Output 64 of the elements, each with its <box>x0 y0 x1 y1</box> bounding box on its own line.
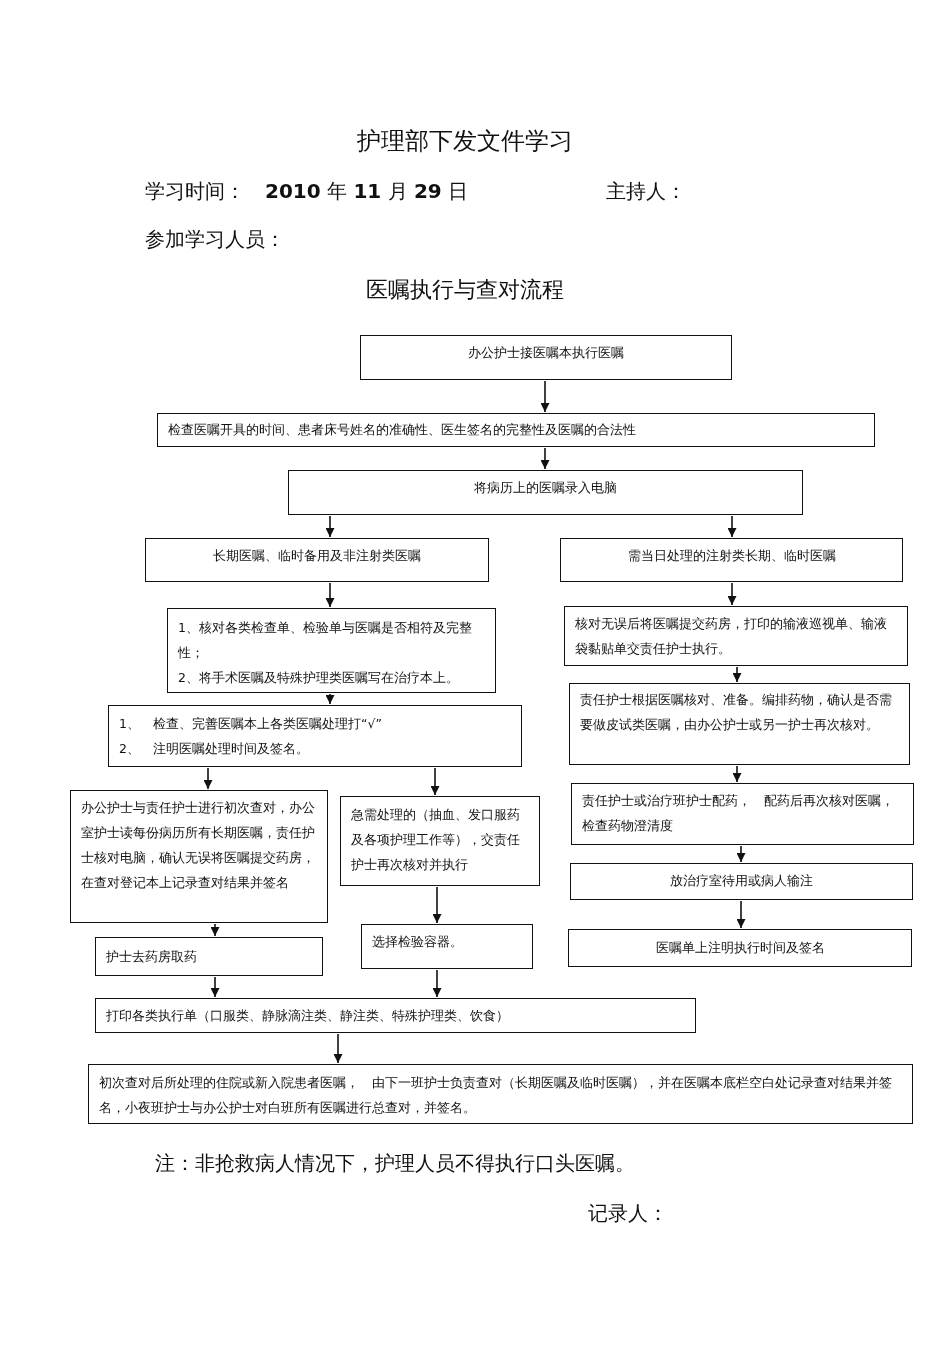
process-box <box>95 998 696 1033</box>
box-text: 初次查对后所处理的住院或新入院患者医嘱， 由下一班护士负责查对（长期医嘱及临时医嘱），并在医嘱本底栏空白处记录查对结果并签名，小夜班护士与办公护士对白班所有医嘱进行总查对，并签名。 <box>99 1074 893 1117</box>
arrow <box>727 582 737 606</box>
box-text: 办公护士接医嘱本执行医嘱 <box>467 344 625 362</box>
process-box <box>167 608 496 693</box>
arrow <box>333 1033 343 1064</box>
arrow <box>210 923 220 937</box>
process-box <box>564 606 908 666</box>
arrow <box>540 447 550 470</box>
box-text: 2、将手术医嘱及特殊护理类医嘱写在治疗本上。 <box>178 669 460 687</box>
box-text: 1、核对各类检查单、检验单与医嘱是否相符及完整性； <box>178 619 473 662</box>
chart-title: 医嘱执行与查对流程 <box>365 276 565 304</box>
box-text: 将病历上的医嘱录入电脑 <box>473 479 618 497</box>
arrow <box>203 767 213 790</box>
process-box <box>568 929 912 967</box>
process-box <box>288 470 803 515</box>
process-box <box>560 538 903 582</box>
process-box <box>70 790 328 923</box>
box-text: 放治疗室待用或病人输注 <box>669 872 814 890</box>
box-text: 打印各类执行单（口服类、静脉滴注类、静注类、特殊护理类、饮食） <box>106 1007 510 1025</box>
arrow <box>727 515 737 538</box>
arrow <box>432 969 442 998</box>
box-text: 选择检验容器。 <box>372 933 464 951</box>
process-box <box>88 1064 913 1124</box>
arrow <box>432 886 442 924</box>
process-box <box>570 863 913 900</box>
process-box <box>571 783 914 845</box>
process-box <box>340 796 540 886</box>
process-box <box>108 705 522 767</box>
arrow <box>430 767 440 796</box>
box-text: 医嘱单上注明执行时间及签名 <box>654 939 826 957</box>
box-text: 2、 注明医嘱处理时间及签名。 <box>119 740 310 758</box>
arrow <box>732 666 742 683</box>
box-text: 办公护士与责任护士进行初次查对，办公室护士读每份病历所有长期医嘱，责任护士核对电脑，确认无误将医嘱提交药房，在查对登记本上记录查对结果并签名 <box>81 799 316 892</box>
box-text: 检查医嘱开具的时间、患者床号姓名的准确性、医生签名的完整性及医嘱的合法性 <box>168 421 637 439</box>
process-box <box>361 924 533 969</box>
title: 护理部下发文件学习 <box>356 126 574 157</box>
process-box <box>569 683 910 765</box>
arrow <box>325 693 335 705</box>
form-label: 学习时间： <box>145 178 245 205</box>
arrow <box>736 845 746 863</box>
arrow <box>210 976 220 998</box>
form-label: 记录人： <box>588 1200 668 1227</box>
note-text: 注：非抢救病人情况下，护理人员不得执行口头医嘱。 <box>155 1150 635 1177</box>
arrow <box>325 515 335 538</box>
arrow <box>325 582 335 608</box>
form-label: 参加学习人员： <box>145 226 285 253</box>
process-box <box>95 937 323 976</box>
box-text: 护士去药房取药 <box>106 948 198 966</box>
process-box <box>145 538 489 582</box>
box-text: 责任护士或治疗班护士配药， 配药后再次核对医嘱，检查药物澄清度 <box>582 792 895 835</box>
date-text: 2010 年 11 月 29 日 <box>265 178 469 205</box>
process-box <box>157 413 875 447</box>
box-text: 急需处理的（抽血、发口服药及各项护理工作等），交责任护士再次核对并执行 <box>351 806 521 874</box>
arrow <box>540 380 550 413</box>
box-text: 责任护士根据医嘱核对、准备。编排药物，确认是否需要做皮试类医嘱，由办公护士或另一护士再次核对。 <box>580 691 893 734</box>
box-text: 长期医嘱、临时备用及非注射类医嘱 <box>212 547 422 565</box>
box-text: 1、 检查、完善医嘱本上各类医嘱处理打“√” <box>119 715 383 733</box>
box-text: 需当日处理的注射类长期、临时医嘱 <box>626 547 837 565</box>
form-label: 主持人： <box>606 178 686 205</box>
box-text: 核对无误后将医嘱提交药房，打印的输液巡视单、输液袋黏贴单交责任护士执行。 <box>575 615 888 658</box>
arrow <box>736 900 746 929</box>
arrow <box>732 765 742 783</box>
process-box <box>360 335 732 380</box>
